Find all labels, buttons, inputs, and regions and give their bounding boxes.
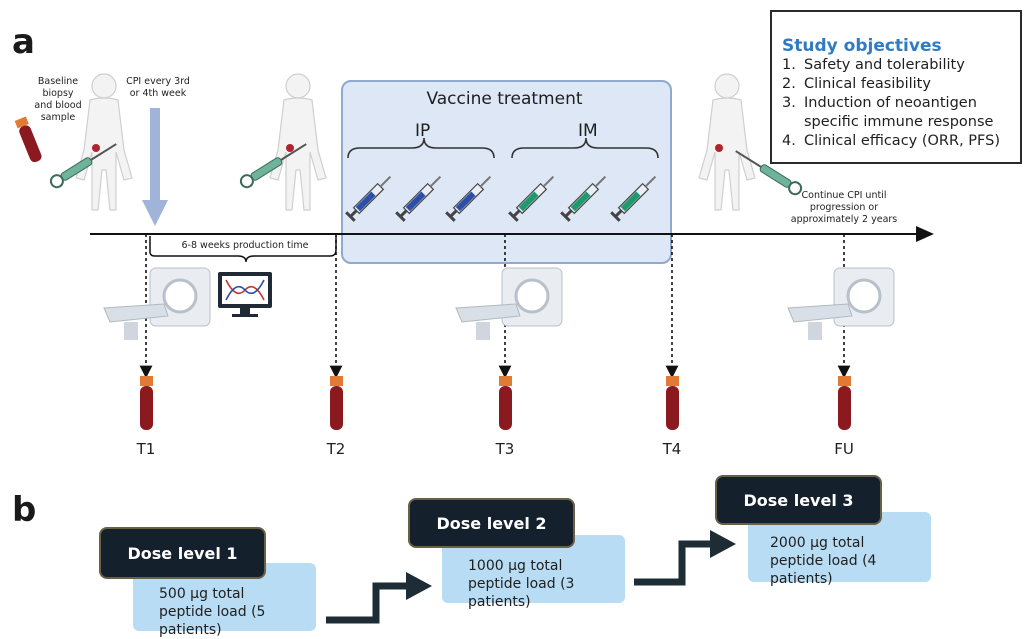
biopsy-needle-icon: [239, 143, 307, 189]
production-note: 6-8 weeks production time: [181, 240, 309, 251]
objective-item: 3.Induction of neoantigen specific immun…: [782, 95, 994, 130]
objective-item: 1.Safety and tolerability: [782, 57, 965, 73]
syringe-icon: [560, 175, 607, 222]
patient-figure-icon: [269, 73, 327, 211]
baseline-note: Baseline biopsy and blood sample: [34, 76, 82, 123]
dose-level-2-label: Dose level 2: [410, 500, 573, 546]
route-im-label: IM: [578, 121, 598, 141]
step-arrow-1: [326, 572, 432, 624]
syringe-icon: [395, 175, 442, 222]
syringe-icon: [345, 175, 392, 222]
continue-note: Continue CPI until progression or approx…: [790, 190, 898, 225]
study-objectives-title: Study objectives: [782, 36, 942, 56]
panel-a-letter: a: [12, 22, 35, 62]
ct-scanner-icon: [455, 267, 563, 340]
timeline-graphic: [14, 73, 934, 430]
study-objectives-box: Study objectives 1.Safety and tolerabili…: [770, 10, 1022, 164]
objective-item: 2.Clinical feasibility: [782, 76, 931, 92]
ip-brace: [347, 137, 495, 159]
dose-level-3-desc: 2000 µg total peptide load (4 patients): [770, 535, 877, 587]
dna-monitor-icon: [218, 272, 272, 317]
syringe-icon: [508, 175, 555, 222]
blood-tube-icon: [838, 376, 851, 430]
objectives-list: 1.Safety and tolerability 2.Clinical fea…: [782, 56, 1020, 151]
blood-tube-icon: [140, 376, 153, 430]
timepoint-label: T2: [326, 440, 346, 458]
patient-figure-icon: [698, 73, 756, 211]
ct-scanner-icon: [103, 267, 211, 340]
panel-b-letter: b: [12, 490, 37, 530]
timepoint-label: T1: [136, 440, 156, 458]
dose-level-3-body: 2000 µg total peptide load (4 patients): [748, 512, 931, 587]
cpi-arrow: [142, 108, 168, 226]
dose-level-2-desc: 1000 µg total peptide load (3 patients): [468, 558, 575, 610]
syringe-icon: [610, 175, 657, 222]
blood-tube-icon: [499, 376, 512, 430]
objective-item: 4.Clinical efficacy (ORR, PFS): [782, 133, 1000, 149]
syringe-icon: [445, 175, 492, 222]
patient-figure-icon: [75, 73, 133, 211]
timepoint-label: T4: [662, 440, 682, 458]
route-ip-label: IP: [415, 121, 431, 141]
biopsy-needle-icon: [49, 143, 117, 189]
blood-tube-icon: [14, 116, 42, 163]
blood-tube-icon: [666, 376, 679, 430]
timepoint-label: FU: [834, 440, 854, 458]
step-arrow-2: [634, 530, 736, 586]
dose-level-3-label: Dose level 3: [717, 477, 880, 523]
cpi-note: CPI every 3rd or 4th week: [126, 76, 190, 99]
biopsy-needle-icon: [735, 150, 803, 196]
dose-level-2-body: 1000 µg total peptide load (3 patients): [442, 535, 625, 610]
production-bracket: [149, 236, 337, 263]
vaccine-treatment-title: Vaccine treatment: [426, 89, 583, 109]
blood-tube-icon: [330, 376, 343, 430]
timepoint-label: T3: [495, 440, 515, 458]
ct-scanner-icon: [787, 267, 895, 340]
im-brace: [511, 137, 659, 159]
dose-level-1-label: Dose level 1: [101, 529, 264, 577]
